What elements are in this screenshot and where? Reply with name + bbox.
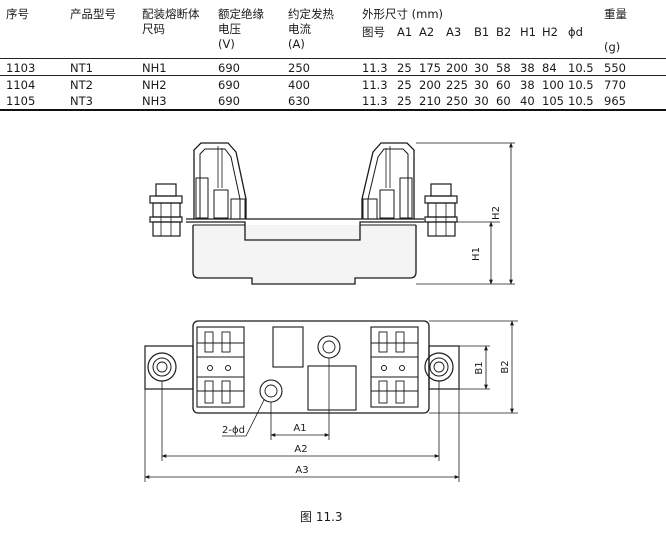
row2-weight: 770 (604, 78, 626, 92)
header-model: 产品型号 (70, 7, 116, 21)
header-a3: A3 (446, 25, 462, 39)
figure-caption: 图 11.3 (300, 510, 343, 524)
dim-label-a1: A1 (293, 423, 306, 434)
header-phid: ϕd (568, 25, 583, 39)
row3-model: NT3 (70, 94, 93, 108)
row3-fuse: NH3 (142, 94, 167, 108)
header-rated-voltage: 额定绝缘 电压 (V) (218, 7, 264, 52)
row2-phid: 10.5 (568, 78, 594, 92)
row2-b2: 60 (496, 78, 511, 92)
dim-label-h1: H1 (471, 247, 482, 261)
header-rule (0, 58, 666, 59)
header-volt-line2: 电压 (218, 22, 241, 36)
table-bottom-rule (0, 109, 666, 111)
row1-fuse: NH1 (142, 61, 167, 75)
row1-a2: 175 (419, 61, 441, 75)
row2-fuse: NH2 (142, 78, 167, 92)
header-weight-unit: (g) (604, 40, 621, 54)
side-view (149, 142, 458, 285)
row3-h2: 105 (542, 94, 564, 108)
dim-label-a3: A3 (295, 465, 308, 476)
dim-label-a2: A2 (294, 444, 307, 455)
row1-phid: 10.5 (568, 61, 594, 75)
row1-model: NT1 (70, 61, 93, 75)
row2-a3: 225 (446, 78, 468, 92)
row2-seq: 1104 (6, 78, 36, 92)
row1-fig: 11.3 (362, 61, 388, 75)
row2-model: NT2 (70, 78, 93, 92)
row2-b1: 30 (474, 78, 489, 92)
header-curr-line1: 约定发热 (288, 7, 334, 21)
row-rule (0, 75, 666, 76)
row2-a2: 200 (419, 78, 441, 92)
header-b1: B1 (474, 25, 490, 39)
header-fuse-line1: 配装熔断体 (142, 7, 200, 21)
row3-weight: 965 (604, 94, 626, 108)
side-view-dimensions (416, 142, 515, 285)
header-seq: 序号 (6, 7, 29, 21)
dim-label-b2: B2 (500, 360, 511, 373)
header-rated-current: 约定发热 电流 (A) (288, 7, 334, 52)
row2-fig: 11.3 (362, 78, 388, 92)
header-h1: H1 (520, 25, 536, 39)
row1-a3: 200 (446, 61, 468, 75)
row1-seq: 1103 (6, 61, 36, 75)
row1-h2: 84 (542, 61, 557, 75)
row1-b2: 58 (496, 61, 511, 75)
row1-volt: 690 (218, 61, 240, 75)
row3-a3: 250 (446, 94, 468, 108)
row2-volt: 690 (218, 78, 240, 92)
row3-phid: 10.5 (568, 94, 594, 108)
header-fuse-size: 配装熔断体 尺码 (142, 7, 200, 37)
header-b2: B2 (496, 25, 512, 39)
header-volt-unit: (V) (218, 37, 235, 51)
row1-curr: 250 (288, 61, 310, 75)
dim-label-h2: H2 (491, 206, 502, 220)
header-volt-line1: 额定绝缘 (218, 7, 264, 21)
top-view (144, 320, 460, 414)
header-curr-line2: 电流 (288, 22, 311, 36)
top-view-dimensions (144, 320, 518, 482)
row3-volt: 690 (218, 94, 240, 108)
row2-curr: 400 (288, 78, 310, 92)
header-fig: 图号 (362, 25, 385, 39)
row3-a2: 210 (419, 94, 441, 108)
row1-b1: 30 (474, 61, 489, 75)
row3-b2: 60 (496, 94, 511, 108)
header-dimensions: 外形尺寸 (mm) (362, 7, 444, 21)
header-weight: 重量 (604, 7, 627, 21)
row3-fig: 11.3 (362, 94, 388, 108)
header-fuse-line2: 尺码 (142, 22, 165, 36)
row3-curr: 630 (288, 94, 310, 108)
row3-h1: 40 (520, 94, 535, 108)
row1-weight: 550 (604, 61, 626, 75)
dim-label-holes: 2-ϕd (222, 425, 245, 436)
row1-a1: 25 (397, 61, 412, 75)
row3-seq: 1105 (6, 94, 36, 108)
dim-label-b1: B1 (474, 361, 485, 374)
row3-a1: 25 (397, 94, 412, 108)
row1-h1: 38 (520, 61, 535, 75)
header-a1: A1 (397, 25, 413, 39)
row2-h2: 100 (542, 78, 564, 92)
row3-b1: 30 (474, 94, 489, 108)
header-a2: A2 (419, 25, 435, 39)
row2-h1: 38 (520, 78, 535, 92)
header-h2: H2 (542, 25, 558, 39)
row2-a1: 25 (397, 78, 412, 92)
header-curr-unit: (A) (288, 37, 305, 51)
